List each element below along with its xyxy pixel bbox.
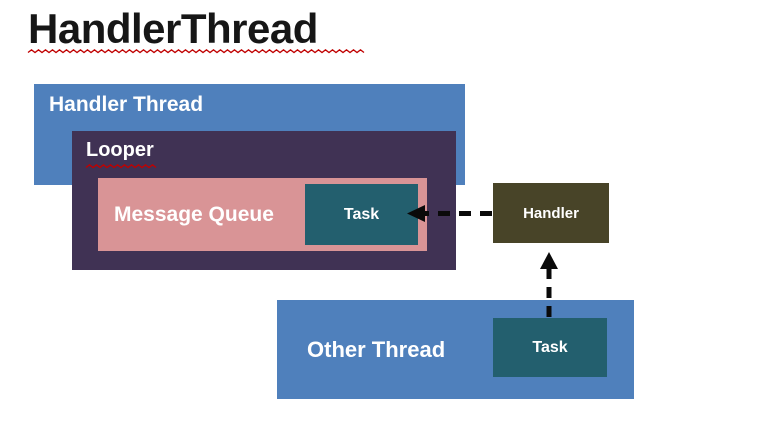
handler-thread-label: Handler Thread [49,93,204,116]
other-thread-label: Other Thread [307,336,446,362]
spellcheck-underline-title [27,48,365,54]
task-box-bottom: Task [493,318,607,377]
page-title: HandlerThread [28,5,318,52]
handler-label: Handler [523,204,579,222]
message-queue-label: Message Queue [114,202,274,226]
looper-label: Looper [86,139,154,161]
handler-box: Handler [493,183,609,243]
task-box-top: Task [305,184,418,245]
spellcheck-underline-looper [85,163,157,169]
task-bottom-label: Task [532,338,568,356]
task-top-label: Task [343,205,380,223]
